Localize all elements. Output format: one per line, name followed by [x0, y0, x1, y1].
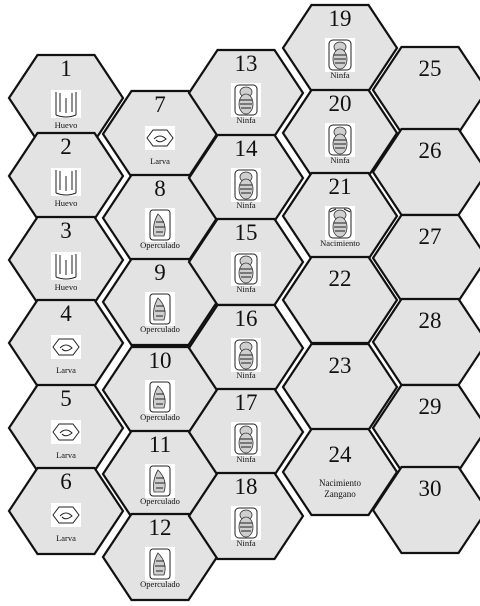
pupa-icon — [231, 168, 261, 202]
cell-number: 24 — [329, 442, 353, 467]
cell-number: 22 — [329, 266, 352, 291]
cell-number: 6 — [60, 469, 72, 494]
cell-label: Operculado — [140, 579, 180, 589]
cell-number: 9 — [154, 260, 166, 285]
cell-number: 4 — [60, 301, 72, 326]
cell-number: 17 — [235, 390, 258, 415]
cell-number: 8 — [154, 176, 166, 201]
cell-number: 28 — [419, 308, 442, 333]
pupa-icon — [231, 338, 261, 372]
capped-cell-icon — [145, 464, 175, 498]
cell-label: Larva — [56, 533, 76, 543]
cell-number: 2 — [60, 134, 72, 159]
cell-label: Larva — [150, 156, 170, 166]
larva-icon — [51, 420, 81, 444]
cell-label: Larva — [56, 450, 76, 460]
cell-label: Ninfa — [236, 454, 256, 464]
cell-label: Operculado — [140, 412, 180, 422]
cell-number: 20 — [329, 91, 352, 116]
capped-cell-icon — [145, 547, 175, 581]
cell-number: 13 — [235, 51, 258, 76]
egg-icon — [51, 252, 81, 280]
cell-label: Ninfa — [236, 538, 256, 548]
cell-number: 30 — [419, 476, 442, 501]
cell-label: Operculado — [140, 496, 180, 506]
cell-number: 1 — [60, 56, 72, 81]
cell-number: 7 — [154, 92, 166, 117]
cell-label: Ninfa — [236, 115, 256, 125]
emerging-bee-icon — [325, 206, 355, 240]
cell-label: Operculado — [140, 324, 180, 334]
cell-number: 3 — [60, 218, 72, 243]
cell-number: 15 — [235, 220, 258, 245]
cell-number: 19 — [329, 6, 352, 31]
cell-number: 16 — [235, 306, 258, 331]
capped-cell-icon — [145, 380, 175, 414]
larva-icon — [51, 335, 81, 359]
cell-label: Ninfa — [330, 70, 350, 80]
cell-label: Ninfa — [236, 370, 256, 380]
pupa-icon — [231, 83, 261, 117]
pupa-icon — [325, 123, 355, 157]
cell-label: Ninfa — [236, 200, 256, 210]
cell-label: Huevo — [55, 282, 78, 292]
cell-label: Huevo — [55, 120, 78, 130]
cell-number: 14 — [235, 136, 259, 161]
pupa-icon — [231, 422, 261, 456]
capped-cell-icon — [145, 292, 175, 326]
pupa-icon — [231, 252, 261, 286]
egg-icon — [51, 90, 81, 118]
cell-number: 5 — [60, 386, 72, 411]
larva-icon — [145, 126, 175, 150]
cell-number: 12 — [149, 515, 172, 540]
cell-number: 23 — [329, 353, 352, 378]
cell-number: 25 — [419, 56, 442, 81]
cell-number: 27 — [419, 224, 442, 249]
cell-label: Operculado — [140, 240, 180, 250]
cell-label: Larva — [56, 365, 76, 375]
cell-number: 10 — [149, 348, 172, 373]
cell-number: 29 — [419, 394, 442, 419]
cell-number: 11 — [149, 432, 171, 457]
cell-number: 21 — [329, 174, 352, 199]
larva-icon — [51, 503, 81, 527]
cell-label: Ninfa — [330, 155, 350, 165]
pupa-icon — [231, 506, 261, 540]
cell-number: 18 — [235, 474, 258, 499]
pupa-icon — [325, 38, 355, 72]
cell-label: Ninfa — [236, 284, 256, 294]
cell-label: Nacimiento — [320, 238, 360, 248]
capped-cell-icon — [145, 208, 175, 242]
cell-number: 26 — [419, 138, 442, 163]
cell-label: Huevo — [55, 198, 78, 208]
egg-icon — [51, 168, 81, 196]
